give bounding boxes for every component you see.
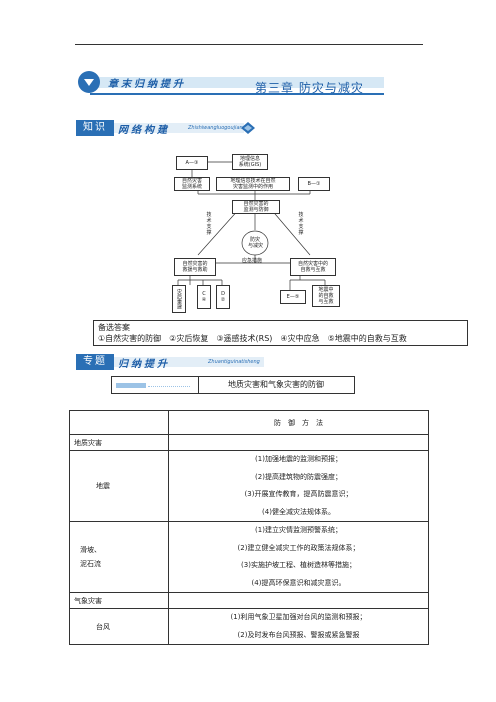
method-line: (1)利用气象卫星加强对台风的监测和预报； bbox=[230, 613, 367, 621]
section-band bbox=[114, 123, 244, 133]
method-line: (2)建立健全减灾工作的政策法规体系； bbox=[237, 543, 360, 552]
knowledge-network-diagram: A—③ 地理信息 系统(GIS) 自然灾害 监测系统 地理信息技术在自然 灾害监… bbox=[170, 150, 340, 320]
decor-dotline bbox=[148, 386, 190, 387]
section-subtitle: Zhishiwangluogoujian bbox=[188, 125, 243, 131]
topic-title-strip: 地质灾害和气象灾害的防御 bbox=[111, 376, 355, 394]
box-a: A—③ bbox=[176, 156, 208, 170]
center-oval-label: 防灾 与减灾 bbox=[248, 237, 264, 249]
box-d: D ② bbox=[216, 285, 230, 309]
banner-underline bbox=[90, 93, 384, 95]
landslide-name-1: 滑坡、 bbox=[80, 546, 101, 554]
section-band bbox=[114, 357, 264, 367]
method-line: (1)加强地震的监测和预报； bbox=[255, 455, 342, 463]
method-line: (1)建立灾情监测预警系统； bbox=[255, 526, 342, 534]
row-typhoon-name: 台风 bbox=[69, 608, 169, 645]
section-label: 专题 bbox=[76, 354, 114, 370]
answers-title: 备选答案 bbox=[98, 323, 130, 332]
method-line: (2)提高建筑物的防震强度； bbox=[255, 472, 342, 481]
topic-strip-decor bbox=[112, 377, 199, 393]
method-line: (3)开展宣传教育，提高防震意识； bbox=[244, 490, 353, 498]
chapter-banner: 章末归纳提升 第三章 防灾与减灾 bbox=[78, 71, 384, 97]
box-quake-self-rescue: 地震中 的自救 与互救 bbox=[312, 285, 340, 307]
box-b: B—① bbox=[298, 177, 330, 191]
tech-support-left: 技术支撑 bbox=[206, 212, 212, 236]
method-line: (4)健全减灾法规体系。 bbox=[262, 507, 335, 516]
table-row: 地震 (1)加强地震的监测和预报； (2)提高建筑物的防震强度； (3)开展宣传… bbox=[69, 450, 429, 522]
row-typhoon-methods: (1)利用气象卫星加强对台风的监测和预报； (2)及时发布台风预报、警报或紧急警… bbox=[168, 608, 429, 645]
box-c: C ④ bbox=[197, 285, 211, 309]
box-gis: 地理信息 系统(GIS) bbox=[232, 154, 268, 170]
table-header-row: 防 御 方 法 bbox=[69, 410, 429, 435]
box-reconstruction: 灾后重建 bbox=[172, 285, 186, 313]
chapter-title: 第三章 防灾与减灾 bbox=[255, 81, 364, 95]
row-landslide-methods: (1)建立灾情监测预警系统； (2)建立健全减灾工作的政策法规体系； (3)实施… bbox=[168, 521, 429, 593]
box-e: E—⑤ bbox=[280, 290, 306, 304]
table-cell bbox=[69, 410, 169, 435]
box-monitor-system: 自然灾害 监测系统 bbox=[174, 177, 210, 191]
group-met: 气象灾害 bbox=[69, 592, 169, 609]
method-line: (2)及时发布台风预报、警报或紧急警报 bbox=[237, 630, 360, 639]
table-row: 台风 (1)利用气象卫星加强对台风的监测和预报； (2)及时发布台风预报、警报或… bbox=[69, 608, 429, 645]
decor-dots-icon bbox=[241, 122, 255, 134]
diagram-connectors bbox=[177, 161, 326, 290]
answers-line: ①自然灾害的防御 ②灾后恢复 ③遥感技术(RS) ④灾中应急 ⑤地震中的自救与互… bbox=[98, 334, 407, 343]
table-row: 地质灾害 bbox=[69, 434, 429, 451]
banner-band bbox=[90, 77, 384, 88]
table-row: 滑坡、 泥石流 (1)建立灾情监测预警系统； (2)建立健全减灾工作的政策法规体… bbox=[69, 521, 429, 593]
row-landslide-name: 滑坡、 泥石流 bbox=[69, 521, 169, 593]
box-center-monitor: 自然灾害的 监测与防御 bbox=[232, 200, 280, 214]
table-row: 气象灾害 bbox=[69, 592, 429, 609]
section-knowledge-bar: 知识 网络构建 Zhishiwangluogoujian bbox=[76, 120, 256, 136]
table-cell bbox=[168, 434, 429, 451]
tech-support-right: 技术支撑 bbox=[298, 212, 304, 236]
answer-options-box: 备选答案 ①自然灾害的防御 ②灾后恢复 ③遥感技术(RS) ④灾中应急 ⑤地震中… bbox=[93, 320, 468, 346]
section-label: 知识 bbox=[76, 120, 114, 136]
row-quake-name: 地震 bbox=[69, 450, 169, 522]
banner-label: 章末归纳提升 bbox=[108, 79, 186, 90]
decor-bar bbox=[116, 383, 146, 388]
page-top-rule bbox=[75, 44, 423, 45]
method-line: (3)实施护坡工程、植树造林等措施； bbox=[241, 561, 356, 569]
box-geo-tech: 地理信息技术在自然 灾害监测中的作用 bbox=[216, 177, 290, 191]
box-self-rescue: 自然灾害中的 自救与互救 bbox=[290, 258, 336, 276]
box-rescue: 自然灾害的 救援与救助 bbox=[174, 258, 216, 276]
section-title: 网络构建 bbox=[118, 125, 170, 136]
topic-title: 地质灾害和气象灾害的防御 bbox=[228, 380, 324, 389]
section-title: 归纳提升 bbox=[118, 359, 170, 370]
emergency-label: 应急措施 bbox=[242, 258, 263, 264]
method-line: (4)提高环保意识和减灾意识。 bbox=[251, 578, 346, 587]
defense-methods-table: 防 御 方 法 地质灾害 地震 (1)加强地震的监测和预报； (2)提高建筑物的… bbox=[69, 410, 429, 645]
section-topic-bar: 专题 归纳提升 Zhuantiguinatisheng bbox=[76, 354, 276, 370]
table-header: 防 御 方 法 bbox=[168, 410, 429, 435]
row-quake-methods: (1)加强地震的监测和预报； (2)提高建筑物的防震强度； (3)开展宣传教育，… bbox=[168, 450, 429, 522]
chevron-down-icon bbox=[78, 71, 100, 93]
group-geo: 地质灾害 bbox=[69, 434, 169, 451]
landslide-name-2: 泥石流 bbox=[80, 560, 101, 568]
table-cell bbox=[168, 592, 429, 609]
section-subtitle: Zhuantiguinatisheng bbox=[208, 359, 260, 365]
